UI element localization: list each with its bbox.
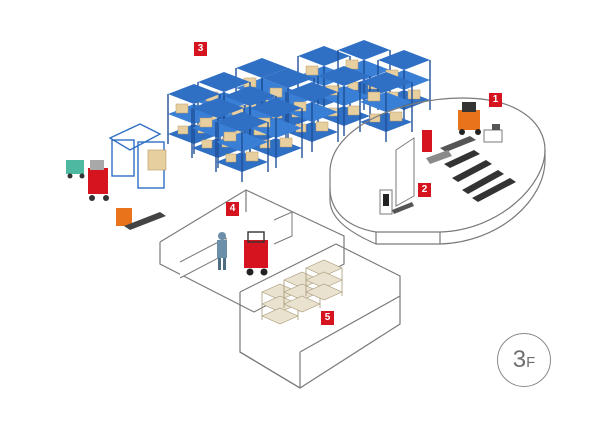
forklift-orange-icon — [458, 102, 481, 135]
floor-letter: F — [526, 354, 536, 371]
conveyor-lines — [426, 136, 516, 202]
zone-badge-2: 2 — [418, 183, 431, 197]
zone-badge-5: 5 — [321, 311, 334, 325]
pallet-truck-teal-icon — [66, 160, 85, 179]
oval-building-outline — [329, 97, 546, 245]
forklift-red-icon — [244, 231, 268, 276]
zone-badge-1: 1 — [489, 93, 502, 107]
rect-building-outline — [159, 189, 401, 389]
workstation-icon — [483, 124, 503, 143]
floor-number: 3 — [512, 346, 527, 373]
worker-icon — [217, 232, 227, 270]
zone-badge-3: 3 — [194, 42, 207, 56]
pallet-jack-orange-icon — [116, 208, 166, 230]
scanner-station-icon — [379, 189, 414, 215]
forklift-red-small-icon — [88, 160, 109, 201]
zone-badge-4: 4 — [226, 202, 239, 216]
floor-indicator: 3F — [497, 333, 551, 387]
roll-cage-carts — [108, 123, 167, 189]
